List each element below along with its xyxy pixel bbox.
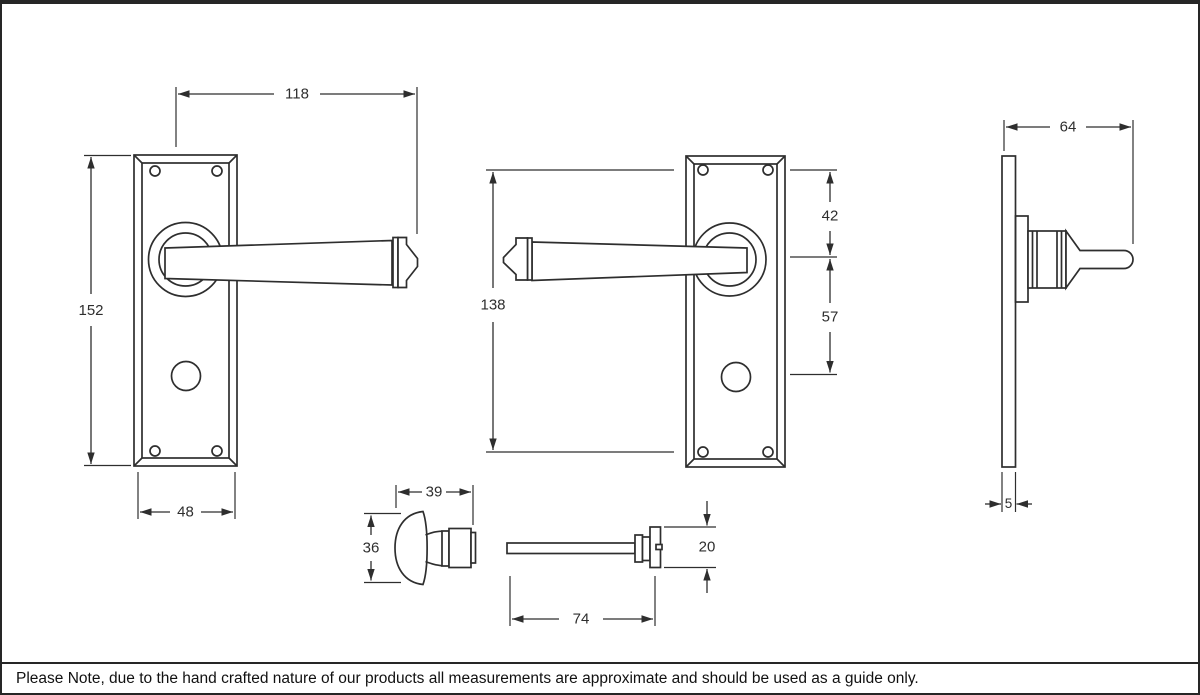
lever-cap-point	[397, 236, 419, 289]
dim-release-height: 20	[664, 501, 716, 593]
release-slot	[655, 543, 663, 551]
dim-lever-length: 118	[175, 86, 418, 234]
dim-plate-width: 48	[137, 472, 236, 521]
rose-edge	[1014, 215, 1029, 303]
dim-lever-length-value: 118	[285, 86, 309, 103]
dim-fixing-centres-value: 138	[480, 297, 505, 314]
backplate-outline	[133, 154, 238, 467]
dim-spindle-length-value: 74	[573, 611, 590, 628]
dim-spindle-length: 74	[509, 576, 656, 628]
dim-plate-thickness: 5	[985, 472, 1032, 512]
lever-collar	[1027, 230, 1067, 289]
thumbturn-neck	[425, 530, 443, 567]
note-text: Please Note, due to the hand crafted nat…	[16, 669, 919, 687]
dim-release-height-value: 20	[699, 539, 716, 556]
backplate-outline	[685, 155, 786, 468]
spindle-side-view	[506, 526, 663, 569]
dim-fixing-centres: 138	[480, 169, 674, 453]
front-view-lever-right	[133, 154, 419, 467]
backplate-edge	[1001, 155, 1017, 468]
dim-spindle-to-thumbturn-value: 57	[822, 309, 839, 326]
backplate-bevel	[141, 162, 230, 459]
side-profile-view	[1001, 155, 1134, 468]
spindle-rod	[506, 542, 636, 555]
dim-projection-value: 64	[1060, 119, 1077, 136]
lever-grip	[164, 239, 393, 286]
thumbturn-end	[470, 531, 477, 564]
dim-plate-thickness-value: 5	[1005, 496, 1013, 511]
dim-top-to-spindle-value: 42	[822, 208, 839, 225]
lever-cap-point	[502, 237, 529, 281]
thumbturn-hole	[720, 361, 752, 393]
thumbturn-barrel	[448, 527, 472, 569]
dim-thumbturn-width-value: 39	[426, 484, 443, 501]
thumbturn-side-view	[394, 510, 477, 586]
spindle-flange	[641, 536, 651, 562]
dim-top-to-spindle: 42	[790, 169, 839, 258]
dim-spindle-to-thumbturn: 57	[790, 259, 839, 376]
thumbturn-knob	[394, 510, 428, 586]
lever-grip	[531, 241, 748, 282]
thumbturn-hole	[170, 360, 202, 392]
spindle-flange	[634, 534, 644, 563]
screw-hole	[697, 164, 709, 176]
technical-drawing: 118 152 48	[78, 86, 1134, 628]
screw-hole	[762, 164, 774, 176]
note-bar: Please Note, due to the hand crafted nat…	[2, 662, 1198, 693]
screw-hole	[211, 445, 223, 457]
dim-projection: 64	[1003, 119, 1134, 244]
lever-arm-profile	[1065, 228, 1134, 291]
screw-hole	[211, 165, 223, 177]
screw-hole	[762, 446, 774, 458]
dim-thumbturn-width: 39	[395, 484, 474, 525]
dim-plate-height-value: 152	[78, 302, 103, 319]
screw-hole	[149, 165, 161, 177]
front-view-lever-left	[502, 155, 786, 468]
dim-plate-height: 152	[78, 154, 131, 467]
screw-hole	[697, 446, 709, 458]
dim-plate-width-value: 48	[177, 504, 194, 521]
screw-hole	[149, 445, 161, 457]
dim-thumbturn-height-value: 36	[363, 540, 380, 557]
thumbturn-ring	[441, 530, 450, 567]
dim-thumbturn-height: 36	[363, 512, 401, 584]
backplate-bevel	[693, 163, 778, 460]
